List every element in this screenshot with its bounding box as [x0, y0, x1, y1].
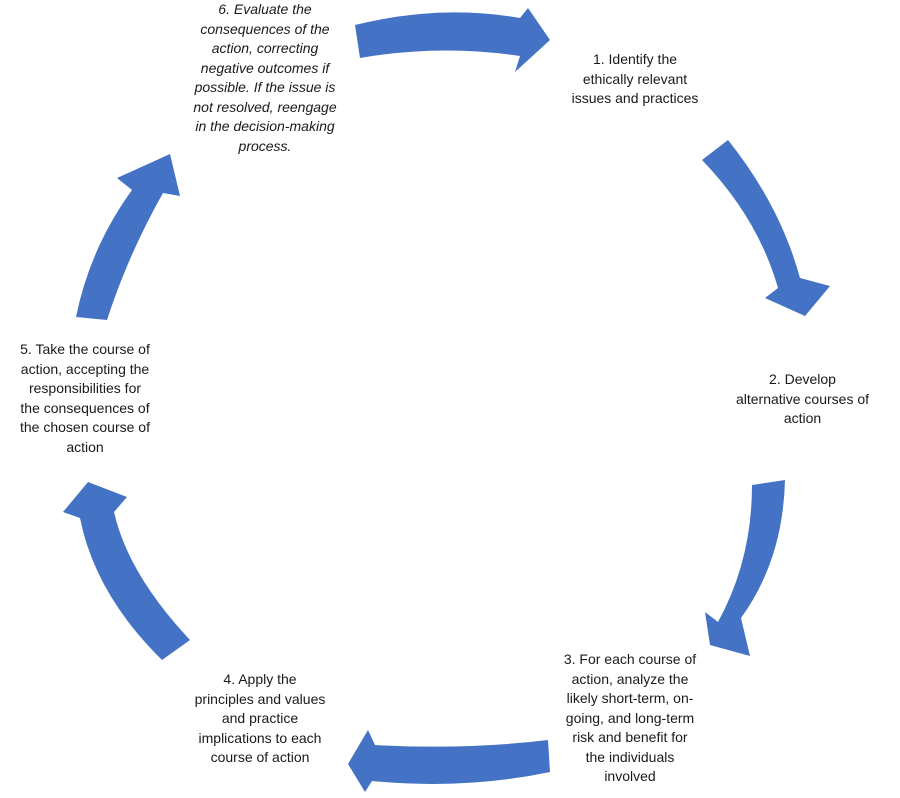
step-6-line: 6. Evaluate the — [218, 1, 312, 17]
step-2-line: action — [783, 410, 822, 426]
step-4-line: and practice — [221, 710, 299, 726]
step-3-line: risk and benefit for — [572, 729, 688, 745]
arrow-step-4-to-5 — [63, 482, 190, 660]
step-1-line: 1. Identify the — [592, 51, 678, 67]
step-3-line: involved — [604, 768, 656, 784]
step-6-line: process. — [238, 137, 292, 154]
arrow-step-3-to-4 — [348, 730, 550, 792]
arrow-step-6-to-1 — [355, 8, 550, 72]
step-5-line: action, accepting the — [20, 360, 150, 377]
step-3-line: 3. For each course of — [563, 651, 697, 667]
step-4-label: 4. Apply the principles and values and pra… — [160, 670, 360, 768]
arrow-step-5-to-6 — [76, 154, 180, 320]
step-5-label: 5. Take the course of action, accepting t… — [0, 340, 170, 457]
step-5-line: responsibilities for — [28, 380, 142, 396]
step-6-line: in the decision-making — [195, 118, 335, 134]
step-5-line: 5. Take the course of — [20, 341, 150, 357]
step-5-line: the consequences of — [20, 399, 150, 416]
step-1-line: ethically relevant — [582, 70, 688, 87]
step-4-line: 4. Apply the — [223, 671, 297, 687]
step-4-line: implications to each — [198, 729, 322, 746]
step-4-line: principles and values — [194, 690, 326, 707]
step-6-line: negative outcomes if — [200, 59, 330, 76]
arrow-step-2-to-3 — [705, 480, 785, 656]
arrow-step-1-to-2 — [702, 140, 830, 316]
step-3-line: going, and long-term — [565, 709, 695, 726]
step-5-line: the chosen course of — [20, 419, 150, 435]
step-3-label: 3. For each course of action, analyze the… — [530, 650, 730, 787]
step-1-line: issues and practices — [571, 90, 699, 106]
step-6-line: not resolved, reengage — [193, 98, 337, 115]
step-5-line: action — [66, 438, 104, 455]
step-2-label: 2. Develop alternative courses of action — [715, 370, 890, 429]
step-4-line: course of action — [210, 749, 310, 765]
step-6-label: 6. Evaluate the consequences of the action… — [160, 0, 370, 156]
step-2-line: 2. Develop — [769, 371, 836, 387]
step-2-line: alternative courses of — [735, 390, 870, 407]
step-3-line: the individuals — [585, 748, 675, 765]
step-6-line: consequences of the — [200, 20, 330, 37]
step-6-line: possible. If the issue is — [194, 79, 336, 95]
step-1-label: 1. Identify the ethically relevant issues … — [535, 50, 735, 109]
step-3-line: likely short-term, on- — [566, 690, 694, 706]
step-6-line: action, correcting — [211, 40, 319, 56]
step-3-line: action, analyze the — [571, 670, 689, 687]
